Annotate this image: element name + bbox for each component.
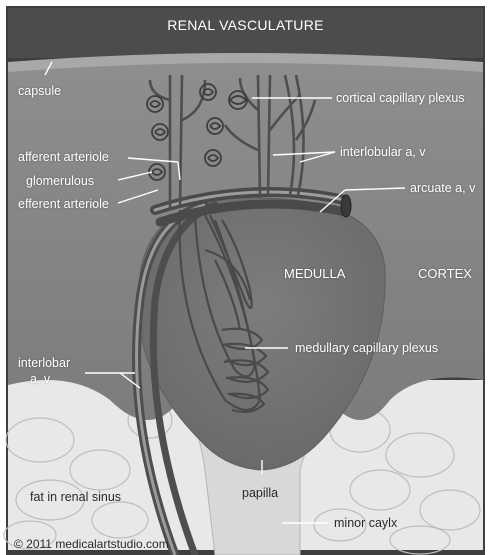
label-efferent-arteriole: efferent arteriole: [18, 197, 109, 211]
label-papilla: papilla: [242, 486, 278, 500]
label-interlobar-line1: interlobar: [18, 356, 70, 370]
label-medulla: MEDULLA: [284, 267, 345, 281]
label-cortex: CORTEX: [418, 267, 472, 281]
label-glomerulous: glomerulous: [26, 174, 94, 188]
page-title: RENAL VASCULATURE: [0, 17, 491, 33]
copyright-text: © 2011 medicalartstudio.com: [14, 537, 169, 551]
label-minor-calyx: minor caylx: [334, 516, 397, 530]
label-cortical-capillary-plexus: cortical capillary plexus: [336, 91, 465, 105]
label-interlobular: interlobular a, v: [340, 145, 425, 159]
header-band: [8, 8, 483, 58]
label-fat-in-renal-sinus: fat in renal sinus: [30, 490, 121, 504]
label-medullary-capillary-plexus: medullary capillary plexus: [295, 341, 438, 355]
label-arcuate: arcuate a, v: [410, 181, 475, 195]
label-interlobar-line2: a, v: [30, 372, 50, 386]
label-afferent-arteriole: afferent arteriole: [18, 150, 109, 164]
label-capsule: capsule: [18, 84, 61, 98]
